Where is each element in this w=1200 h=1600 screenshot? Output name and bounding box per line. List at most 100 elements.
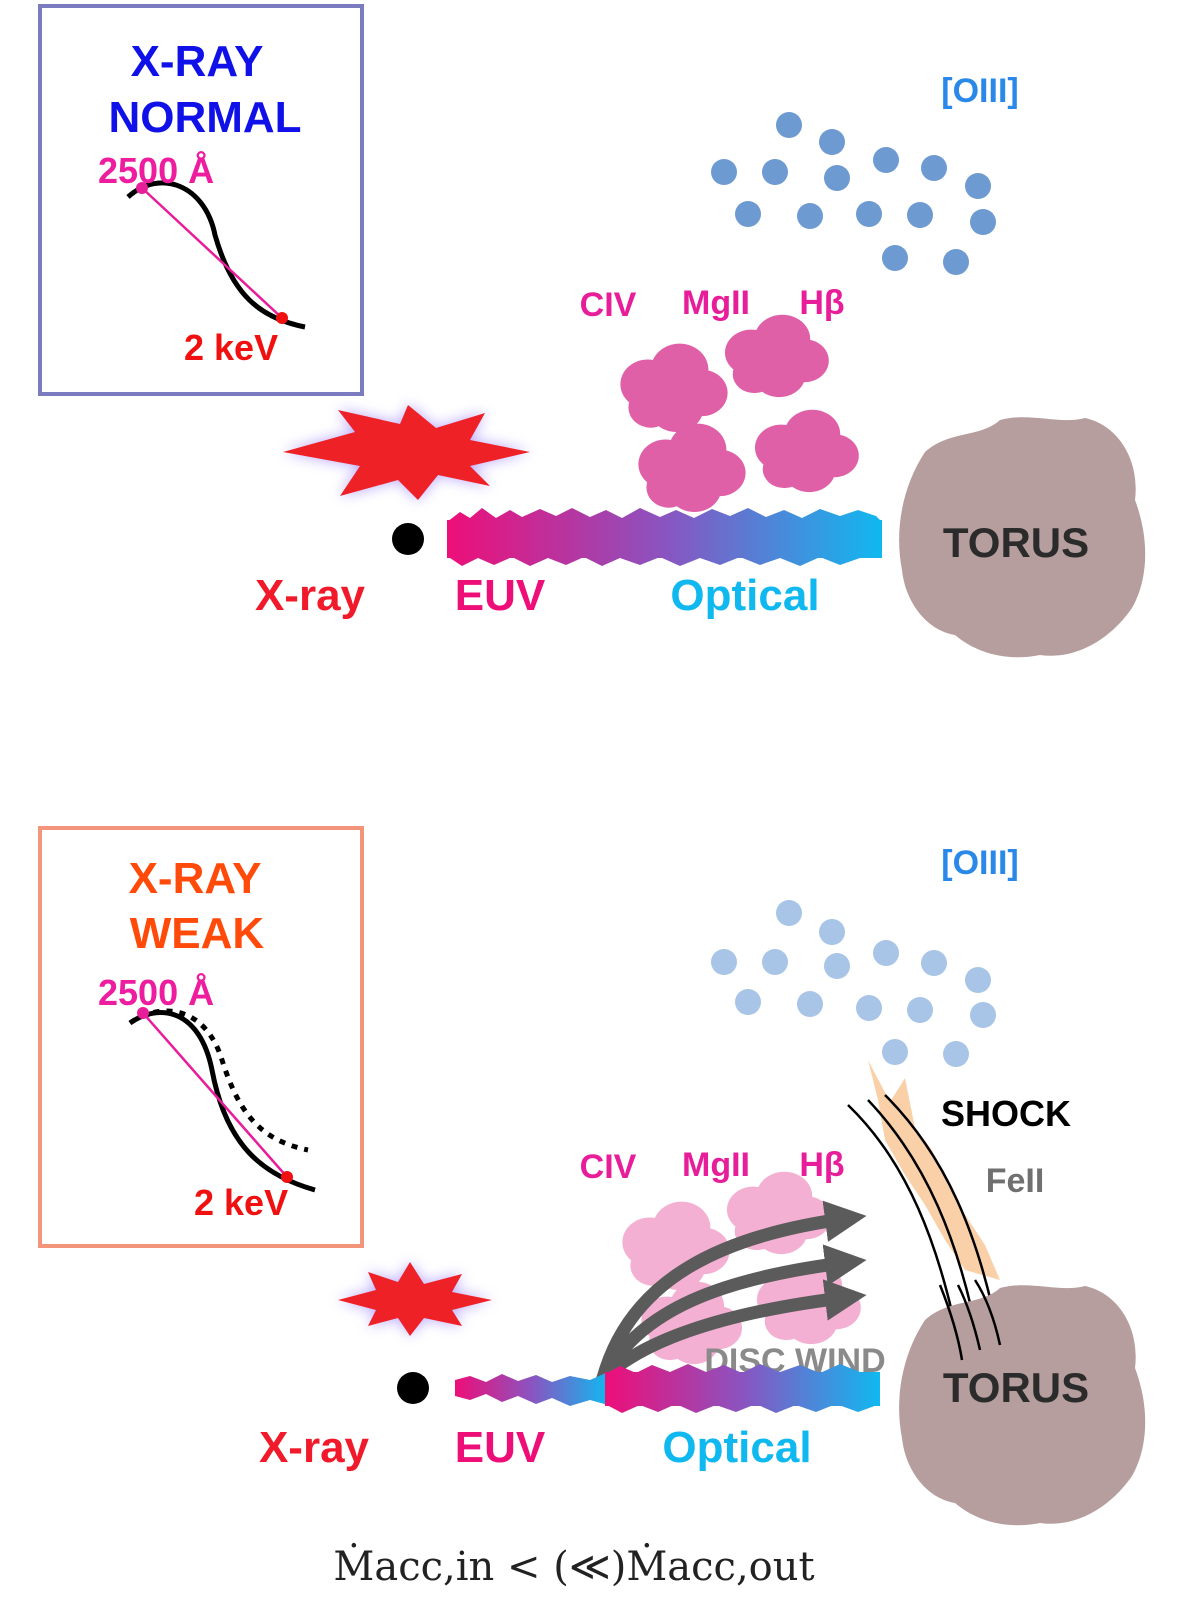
box-title-line2: WEAK (130, 909, 265, 958)
uv-point-label: 2500 Å (98, 972, 214, 1013)
accretion-rate-equation: Ṁacc,in < (≪)Ṁacc,out (333, 1543, 814, 1590)
sed-curve (126, 180, 306, 330)
accretion-disc-body (447, 520, 882, 558)
nlr-cloud (819, 129, 845, 155)
nlr-cloud (970, 209, 996, 235)
disc-ragged-bottom (605, 1404, 880, 1413)
nlr-cloud (882, 1039, 908, 1065)
nlr-cloud (797, 991, 823, 1017)
panel-xray-weak: X-RAY WEAK 2500 Å 2 keV [OIII] (38, 826, 1146, 1590)
alpha-ox-line (142, 1012, 288, 1178)
nlr-cloud (797, 203, 823, 229)
accretion-disc (447, 508, 882, 566)
nlr-cloud (856, 201, 882, 227)
sed-box-weak (38, 826, 364, 1248)
nlr-cloud (856, 995, 882, 1021)
accretion-disc-inner (455, 1372, 608, 1406)
nlr-cloud (965, 173, 991, 199)
nlr-cloud (776, 112, 802, 138)
nlr-cloud (776, 900, 802, 926)
narrow-line-region (711, 112, 996, 275)
label-optical: Optical (670, 571, 819, 620)
nlr-cloud (882, 245, 908, 271)
wind-arrow (596, 1279, 867, 1385)
label-xray: X-ray (255, 571, 366, 620)
nlr-cloud (735, 201, 761, 227)
line-label-mgii: MgII (682, 1146, 750, 1184)
xray-point-marker (276, 312, 288, 324)
disc-ragged-top (605, 1364, 880, 1374)
nlr-cloud (735, 989, 761, 1015)
nlr-cloud (762, 949, 788, 975)
xray-point-label: 2 keV (194, 1182, 288, 1223)
torus-shape (899, 417, 1146, 658)
oiii-label: [OIII] (941, 844, 1018, 882)
wind-arrow (596, 1244, 867, 1385)
shock-front-overlay (956, 1284, 982, 1351)
nlr-cloud (943, 249, 969, 275)
disc-ragged-top (447, 508, 882, 522)
box-title-line2: NORMAL (108, 93, 301, 142)
accretion-disc (455, 1364, 880, 1413)
uv-point-marker (136, 182, 148, 194)
shock-label: SHOCK (941, 1093, 1071, 1134)
box-title-line1: X-RAY (129, 854, 262, 903)
accretion-disc-outer (605, 1372, 880, 1406)
black-hole (392, 523, 424, 555)
narrow-line-region (711, 900, 996, 1067)
nlr-cloud (970, 1002, 996, 1028)
nlr-cloud (762, 159, 788, 185)
nlr-cloud (873, 147, 899, 173)
nlr-cloud (873, 940, 899, 966)
label-euv: EUV (455, 1423, 546, 1472)
line-label-hbeta: Hβ (799, 284, 844, 322)
torus-label: TORUS (943, 1364, 1089, 1411)
sed-box-normal (38, 4, 364, 396)
line-label-civ: CIV (580, 1148, 637, 1186)
blr-cloud (754, 409, 859, 493)
sed-curve-intrinsic (128, 1008, 309, 1153)
xray-point-label: 2 keV (184, 327, 278, 368)
xray-point-marker (281, 1171, 293, 1183)
nlr-cloud (921, 155, 947, 181)
nlr-cloud (943, 1041, 969, 1067)
broad-line-region (620, 314, 859, 513)
torus-label: TORUS (943, 519, 1089, 566)
xray-corona-star-icon (338, 1262, 492, 1336)
xray-corona-star-icon (283, 405, 530, 500)
shock-front-overlay (973, 1279, 1002, 1346)
nlr-cloud (819, 919, 845, 945)
shock-front-overlay (938, 1284, 964, 1361)
nlr-cloud (711, 159, 737, 185)
blr-cloud (620, 343, 728, 433)
sed-curve-observed (128, 1010, 316, 1193)
black-hole (397, 1372, 429, 1404)
nlr-cloud (824, 165, 850, 191)
nlr-cloud (824, 953, 850, 979)
blr-cloud (724, 314, 829, 398)
nlr-cloud (965, 967, 991, 993)
disc-wind-arrows (596, 1200, 867, 1385)
label-optical: Optical (662, 1423, 811, 1472)
blr-cloud (638, 423, 746, 513)
nlr-cloud (921, 950, 947, 976)
line-label-civ: CIV (580, 286, 637, 324)
nlr-cloud (711, 949, 737, 975)
nlr-cloud (907, 997, 933, 1023)
line-label-hbeta: Hβ (799, 1146, 844, 1184)
panel-xray-normal: X-RAY NORMAL 2500 Å 2 keV [OIII] (38, 4, 1146, 658)
label-euv: EUV (455, 571, 546, 620)
alpha-ox-line (141, 187, 283, 319)
torus-shape (899, 1285, 1146, 1526)
label-xray: X-ray (259, 1423, 370, 1472)
wind-arrow (596, 1200, 867, 1385)
disc-ragged-bottom (447, 556, 882, 566)
nlr-cloud (907, 202, 933, 228)
uv-point-label: 2500 Å (98, 150, 214, 191)
box-title-line1: X-RAY (131, 37, 264, 86)
uv-point-marker (137, 1007, 149, 1019)
oiii-label: [OIII] (941, 72, 1018, 110)
line-label-mgii: MgII (682, 284, 750, 322)
feii-label: FeII (986, 1162, 1045, 1200)
